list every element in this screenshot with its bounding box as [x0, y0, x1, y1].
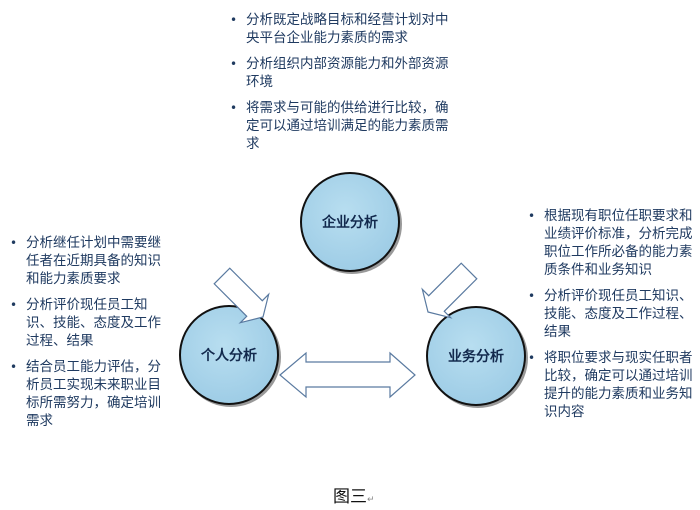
bullet-icon: • — [528, 209, 536, 223]
caption-text: 图三 — [333, 487, 367, 507]
double-arrow — [279, 351, 416, 399]
point-text: 结合员工能力评估，分析员工实现未来职业目标所需努力，确定培训需求 — [26, 359, 161, 429]
list-item: • 分析组织内部资源能力和外部资源环境 — [230, 55, 452, 91]
return-mark-icon: ↵ — [367, 495, 375, 505]
point-text: 分析继任计划中需要继任者在近期具备的知识和能力素质要求 — [26, 235, 161, 287]
list-item: • 分析评价现任员工知识、技能、态度及工作过程、结果 — [10, 296, 172, 350]
bullet-icon: • — [230, 13, 238, 27]
bullet-icon: • — [230, 101, 238, 115]
list-item: • 将职位要求与现实任职者比较，确定可以通过培训提升的能力素质和业务知识内容 — [528, 349, 693, 421]
business-analysis-label: 业务分析 — [448, 349, 504, 365]
point-text: 分析评价现任员工知识、技能、态度及工作过程、结果 — [544, 288, 693, 340]
list-item: • 结合员工能力评估，分析员工实现未来职业目标所需努力，确定培训需求 — [10, 358, 172, 430]
point-text: 将需求与可能的供给进行比较，确定可以通过培训满足的能力素质需求 — [246, 100, 449, 152]
point-text: 分析组织内部资源能力和外部资源环境 — [246, 56, 449, 90]
list-item: • 将需求与可能的供给进行比较，确定可以通过培训满足的能力素质需求 — [230, 99, 452, 153]
individual-analysis-points: • 分析继任计划中需要继任者在近期具备的知识和能力素质要求 • 分析评价现任员工知识… — [10, 234, 172, 438]
enterprise-analysis-points: • 分析既定战略目标和经营计划对中央平台企业能力素质的需求 • 分析组织内部资源能力… — [230, 11, 452, 161]
bullet-icon: • — [528, 351, 536, 365]
point-text: 将职位要求与现实任职者比较，确定可以通过培训提升的能力素质和业务知识内容 — [544, 350, 693, 420]
list-item: • 分析继任计划中需要继任者在近期具备的知识和能力素质要求 — [10, 234, 172, 288]
figure-caption: 图三↵ — [333, 482, 375, 507]
circle-business — [426, 306, 528, 408]
list-item: • 根据现有职位任职要求和业绩评价标准，分析完成职位工作所必备的能力素质条件和业务… — [528, 207, 693, 279]
business-analysis-points: • 根据现有职位任职要求和业绩评价标准，分析完成职位工作所必备的能力素质条件和业务… — [528, 207, 693, 429]
list-item: • 分析评价现任员工知识、技能、态度及工作过程、结果 — [528, 287, 693, 341]
list-item: • 分析既定战略目标和经营计划对中央平台企业能力素质的需求 — [230, 11, 452, 47]
circle-enterprise — [300, 172, 402, 274]
point-text: 分析既定战略目标和经营计划对中央平台企业能力素质的需求 — [246, 12, 449, 46]
bullet-icon: • — [10, 236, 18, 250]
bullet-icon: • — [230, 57, 238, 71]
bullet-icon: • — [528, 289, 536, 303]
arrow-enterprise-to-individual — [213, 267, 270, 324]
point-text: 根据现有职位任职要求和业绩评价标准，分析完成职位工作所必备的能力素质条件和业务知… — [544, 208, 693, 278]
individual-analysis-label: 个人分析 — [201, 348, 257, 364]
arrow-enterprise-to-business — [421, 262, 478, 319]
enterprise-analysis-label: 企业分析 — [322, 215, 378, 231]
bullet-icon: • — [10, 298, 18, 312]
bullet-icon: • — [10, 360, 18, 374]
circle-individual — [179, 305, 281, 407]
point-text: 分析评价现任员工知识、技能、态度及工作过程、结果 — [26, 297, 161, 349]
